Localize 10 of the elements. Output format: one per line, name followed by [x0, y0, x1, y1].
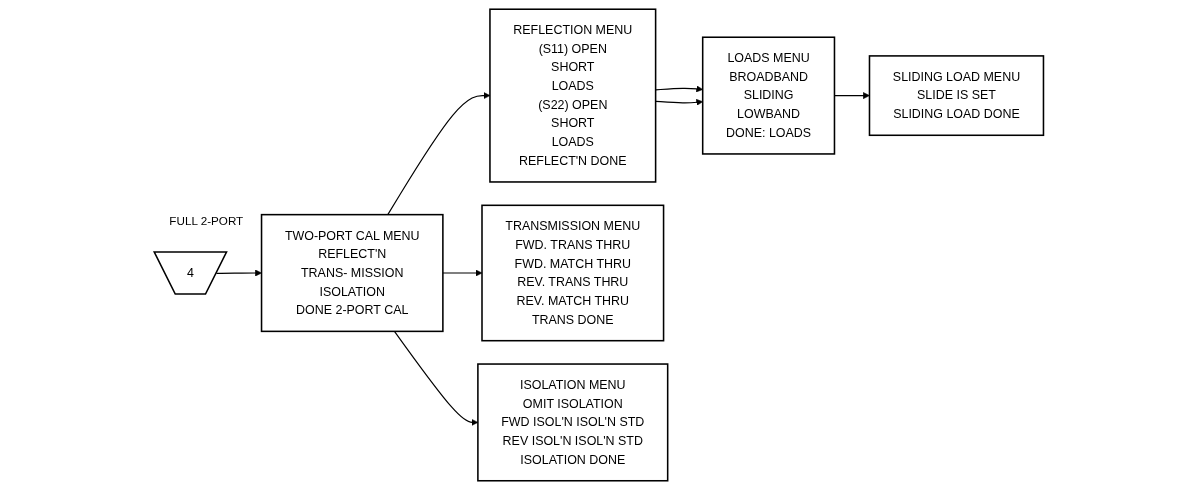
- arrow: [393, 330, 478, 426]
- key-caption: FULL 2-PORT: [169, 213, 243, 227]
- node-box: SLIDING LOAD MENU SLIDE IS SET SLIDING LOAD DONE: [868, 55, 1044, 137]
- node-box: LOADS MENU BROADBAND SLIDING LOWBAND DONE: LOADS: [701, 36, 835, 155]
- node-box: ISOLATION MENU OMIT ISOLATION FWD ISOL'N ISOL'N STD REV ISOL'N ISOL'N STD ISOLATION DONE: [476, 363, 669, 482]
- arrow: [386, 92, 490, 216]
- node-box: TRANSMISSION MENU FWD. TRANS THRU FWD. MATCH THRU REV. TRANS THRU REV. MATCH THRU TRANS DONE: [480, 204, 664, 342]
- node-box: REFLECTION MENU (S11) OPEN SHORT LOADS (S22) OPEN SHORT LOADS REFLECT'N DONE: [488, 8, 657, 183]
- arrow: [215, 269, 262, 277]
- node-box: TWO-PORT CAL MENU REFLECT'N TRANS- MISSION ISOLATION DONE 2-PORT CAL: [260, 213, 444, 333]
